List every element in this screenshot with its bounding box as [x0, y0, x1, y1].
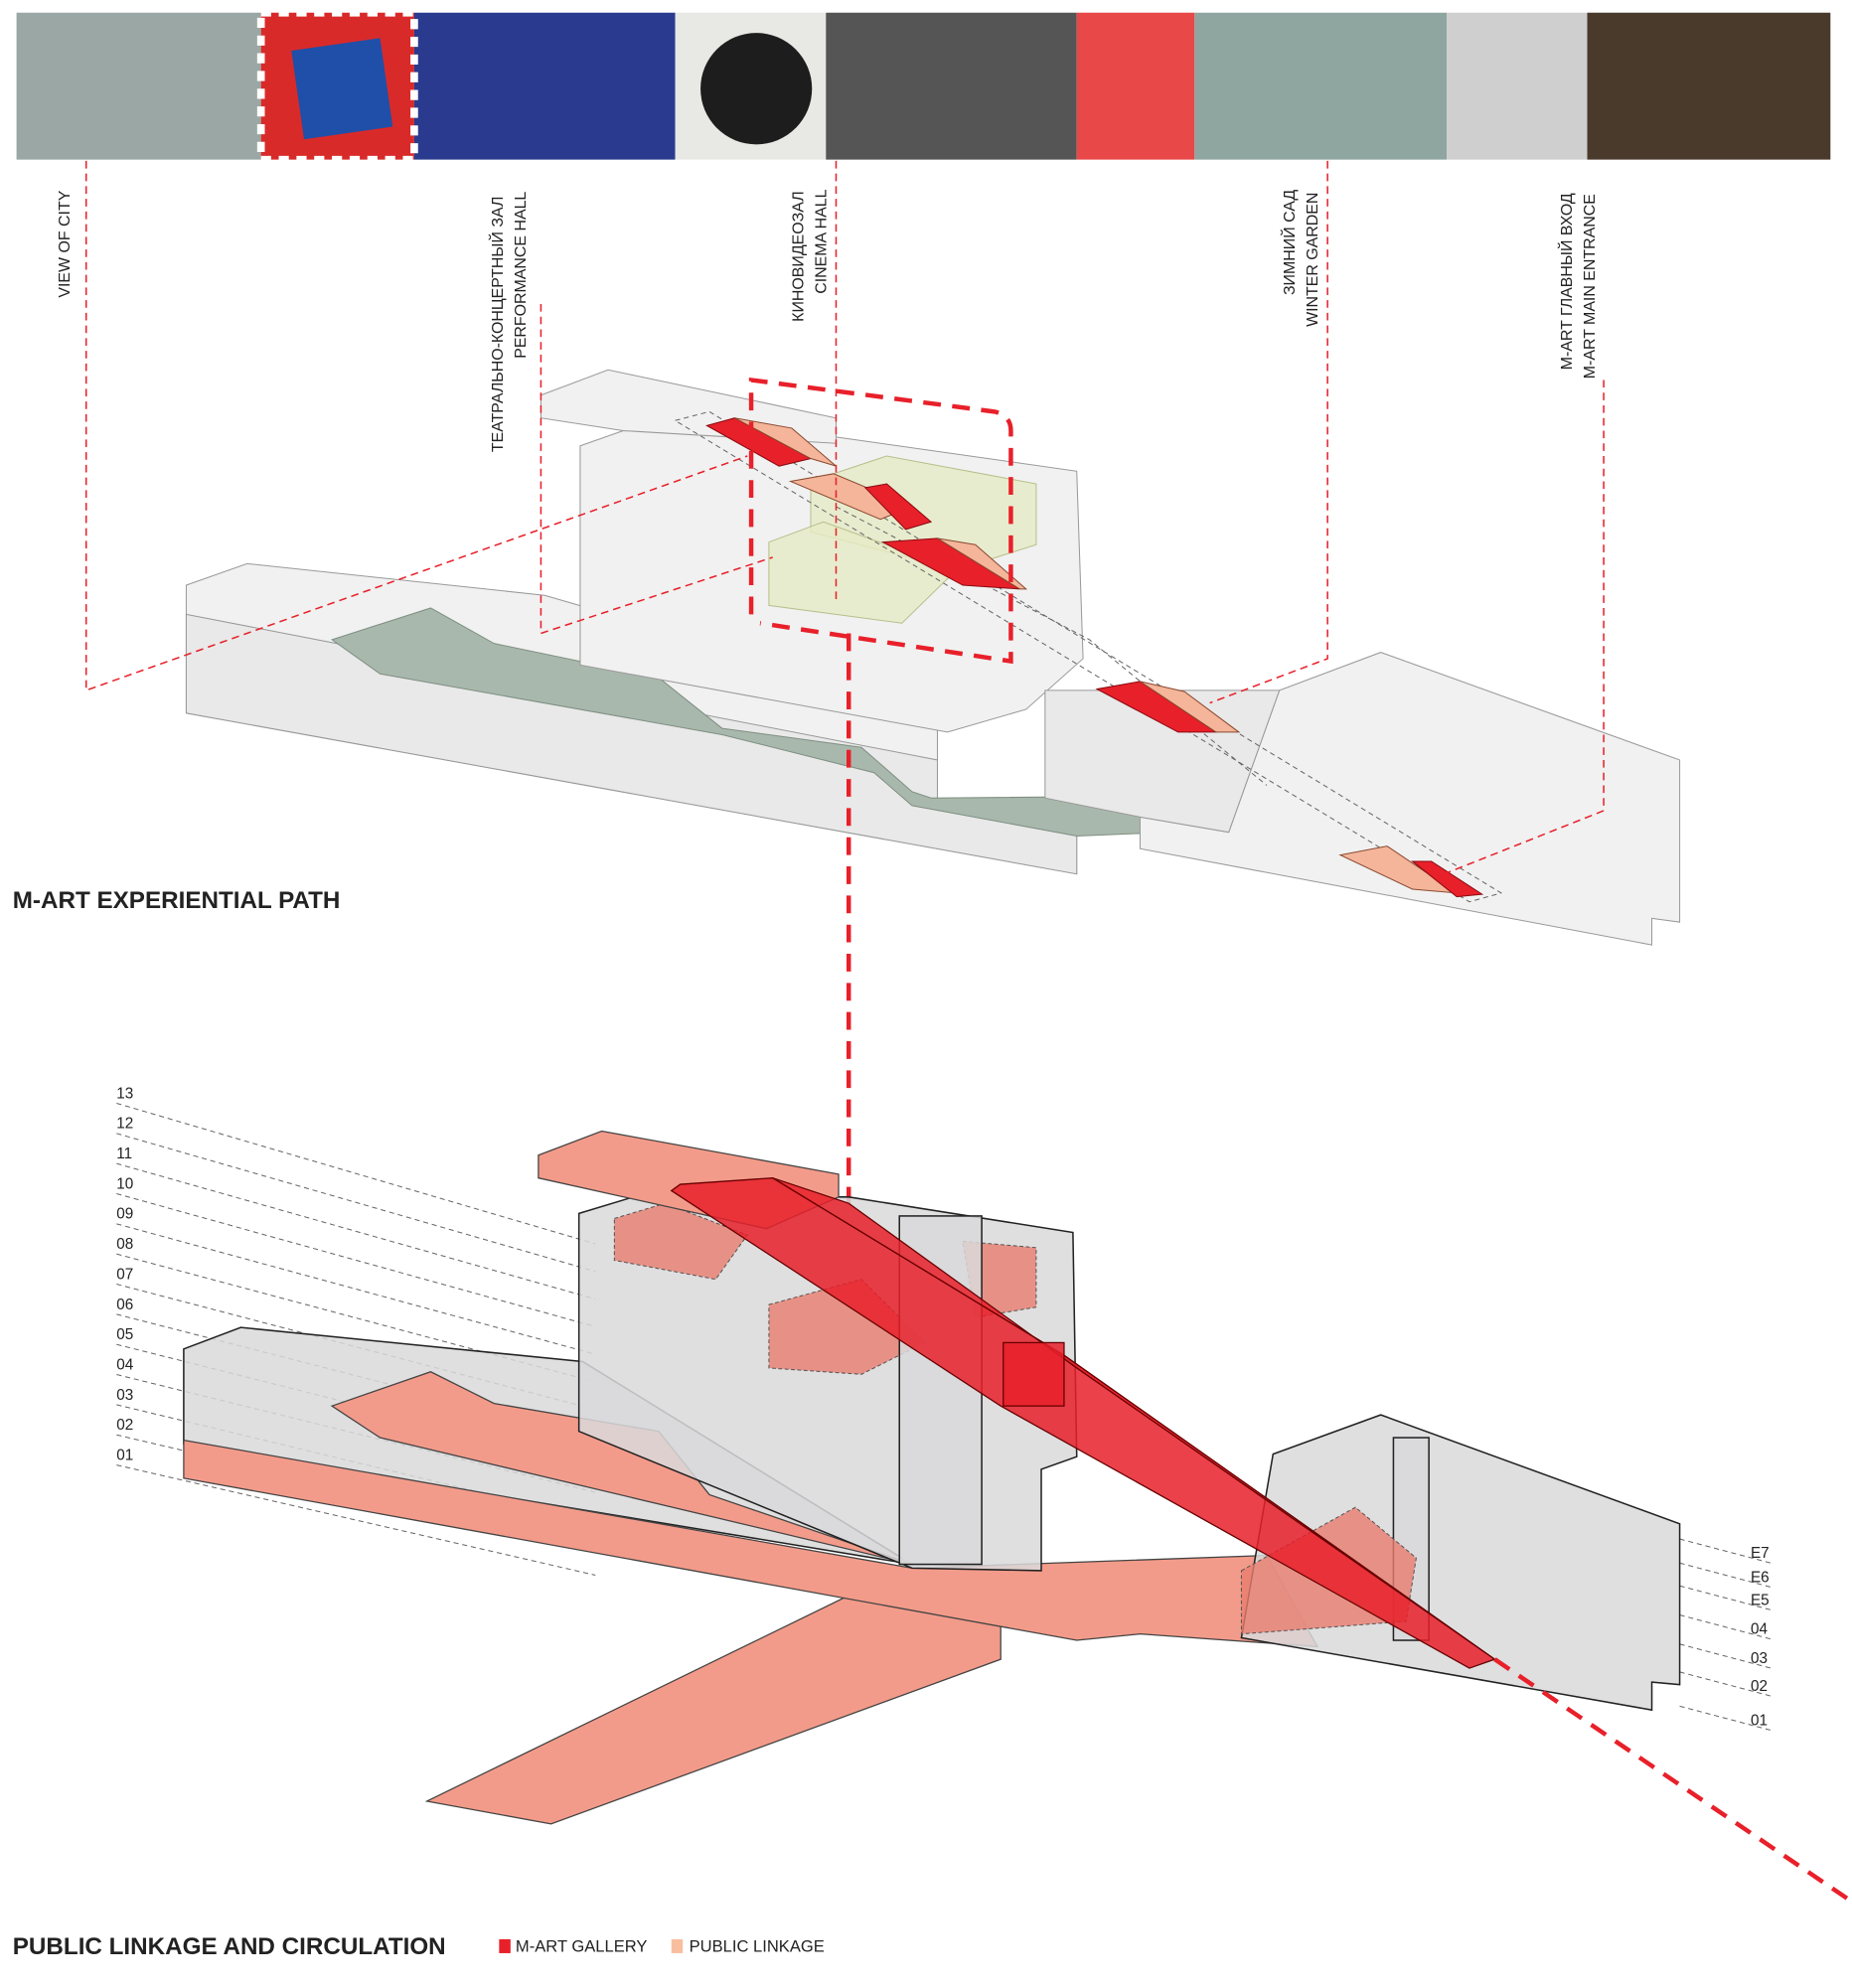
tube-joint	[1003, 1341, 1065, 1407]
view-of-city-photo	[16, 12, 261, 160]
floor-label-left: 09	[116, 1206, 133, 1223]
cinema-highlight-frame	[748, 377, 1013, 665]
floor-label-right: 02	[1751, 1678, 1768, 1695]
label-view-of-city: VIEW OF CITY	[57, 190, 74, 297]
floor-label-left: 07	[116, 1266, 133, 1283]
floor-label-left: 06	[116, 1297, 133, 1313]
label-performance-ru: ТЕАТРАЛЬНО-КОНЦЕРТНЫЙ ЗАЛ	[488, 197, 507, 453]
poster-pattern	[256, 8, 418, 164]
gallery-volume-b	[768, 1279, 926, 1375]
floor-label-left: 02	[116, 1417, 133, 1434]
circulation-massing	[183, 1130, 1851, 1903]
leader-garden	[1209, 160, 1328, 704]
floor-guide-right	[1679, 1643, 1772, 1669]
floor-label-right: 01	[1751, 1712, 1768, 1729]
venue-labels: VIEW OF CITY ТЕАТРАЛЬНО-КОНЦЕРТНЫЙ ЗАЛ P…	[57, 189, 1599, 452]
floor-guide-right	[1679, 1585, 1772, 1610]
floor-label-left: 01	[116, 1447, 133, 1463]
linkage-block-3	[937, 537, 1028, 590]
poster-blue-splash	[291, 38, 393, 140]
floor-guide-left	[116, 1102, 596, 1245]
legend-label-public: PUBLIC LINKAGE	[690, 1937, 825, 1956]
label-entrance-ru: M-ART ГЛАВНЫЙ ВХОД	[1557, 193, 1576, 370]
floor-guide-left	[116, 1253, 596, 1383]
exit-link-line	[1493, 1657, 1851, 1903]
leader-entrance	[1444, 380, 1605, 875]
floor-label-right: E7	[1751, 1545, 1770, 1562]
ramp-plaza	[424, 1576, 1002, 1825]
floor-label-right: E5	[1751, 1592, 1770, 1608]
leader-lines	[84, 160, 1605, 1216]
floor-label-left: 03	[116, 1387, 133, 1404]
floor-labels-left: 13 12 11 10 09 08 07 06 05 04 03 02 01	[116, 1085, 133, 1463]
floor-guide-left	[116, 1193, 596, 1327]
floor-label-left: 13	[116, 1085, 133, 1102]
label-performance-en: PERFORMANCE HALL	[513, 192, 530, 359]
leader-performance	[540, 303, 773, 635]
gallery-block-2	[863, 483, 933, 531]
floor-label-right: 04	[1751, 1621, 1768, 1638]
east-block-lower	[1240, 1414, 1681, 1712]
dog-sculpture-photo	[1446, 12, 1588, 160]
floor-guide-left	[116, 1223, 596, 1355]
floor-label-right: E6	[1751, 1569, 1770, 1586]
black-white-portraits	[826, 12, 1077, 160]
floor-label-left: 05	[116, 1326, 133, 1343]
floor-label-left: 11	[116, 1146, 132, 1162]
label-entrance-en: M-ART MAIN ENTRANCE	[1582, 194, 1599, 379]
label-garden-en: WINTER GARDEN	[1305, 193, 1321, 327]
floor-label-left: 08	[116, 1236, 133, 1253]
title-public-linkage: PUBLIC LINKAGE AND CIRCULATION	[13, 1933, 446, 1960]
experiential-path-massing	[185, 369, 1681, 946]
floor-guide-left	[116, 1464, 596, 1576]
floor-guide-left	[116, 1133, 596, 1273]
floor-guide-right	[1679, 1562, 1772, 1588]
legend-swatch-gallery	[499, 1938, 511, 1953]
floor-label-right: 03	[1751, 1650, 1768, 1667]
title-experiential-path: M-ART EXPERIENTIAL PATH	[13, 887, 341, 914]
black-circle-shape	[700, 33, 813, 145]
marilyn-portrait	[1076, 12, 1195, 160]
floor-label-left: 10	[116, 1175, 133, 1192]
floor-guide-right	[1679, 1614, 1772, 1640]
path-guide-1	[675, 410, 1503, 903]
dancers-photo	[413, 12, 676, 160]
floor-label-left: 04	[116, 1356, 133, 1373]
gallery-block-5	[1411, 860, 1484, 898]
linkage-block-4	[1140, 681, 1241, 733]
floor-guide-right	[1679, 1671, 1772, 1697]
path-guide-2	[836, 506, 1268, 786]
floor-guide-right	[1679, 1538, 1772, 1564]
winter-garden-photo	[1194, 12, 1447, 160]
photo-strip	[16, 8, 1831, 164]
label-cinema-ru: КИНОВИДЕОЗАЛ	[790, 191, 807, 321]
gallery-sphere-photo	[1587, 12, 1831, 160]
floor-guide-left	[116, 1162, 596, 1300]
gallery-tube-top	[772, 1177, 1495, 1660]
gallery-volume-a	[613, 1202, 749, 1281]
legend-label-gallery: M-ART GALLERY	[516, 1937, 648, 1956]
label-cinema-en: CINEMA HALL	[813, 189, 830, 293]
label-garden-ru: ЗИМНИЙ САД	[1280, 190, 1299, 295]
floor-label-left: 12	[116, 1116, 133, 1133]
floor-guide-right	[1679, 1705, 1772, 1732]
legend-swatch-public	[671, 1938, 684, 1953]
cinema-volume-lower	[768, 521, 958, 624]
